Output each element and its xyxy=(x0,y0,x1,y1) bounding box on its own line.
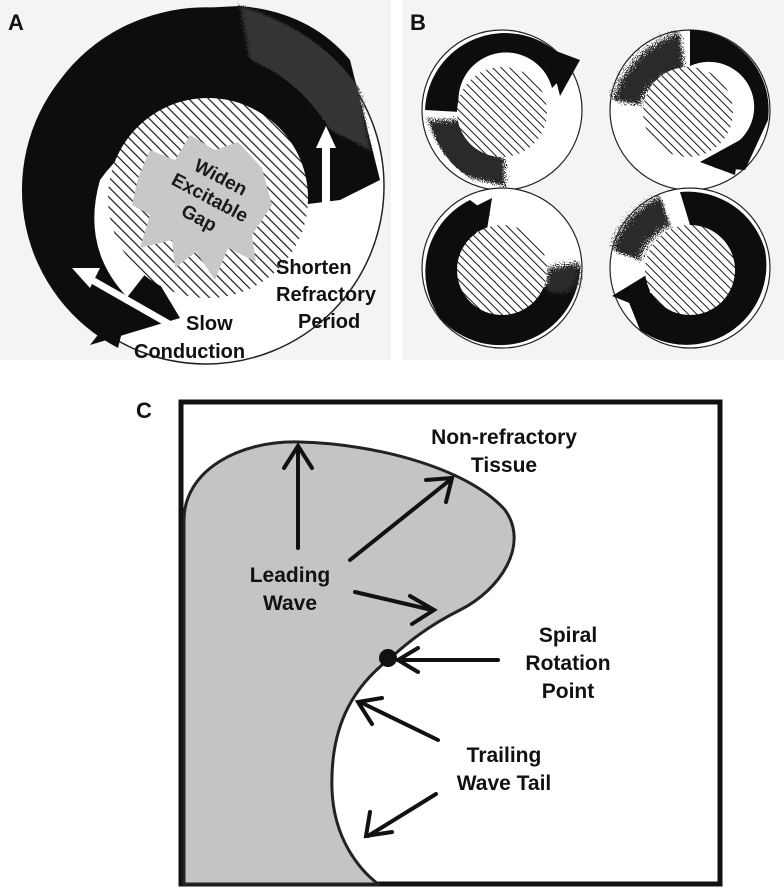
shorten-label: Shorten xyxy=(276,257,352,279)
arrow-trailing-lower-line xyxy=(366,792,438,838)
non-refractory-label: Non-refractory xyxy=(431,426,577,449)
panel-a-letter: A xyxy=(8,10,24,35)
arrow-right-line xyxy=(353,590,434,612)
panel-b-ring-bottom-right xyxy=(609,187,771,349)
panel-b-ring-top-left xyxy=(421,29,583,191)
spiral-label: Spiral xyxy=(539,624,597,647)
trailing-label: Trailing xyxy=(467,744,542,767)
panel-c-arrows xyxy=(282,442,500,839)
wave-tail-label: Wave Tail xyxy=(457,772,552,795)
panel-b-letter: B xyxy=(410,10,426,35)
arrow-up-right-line xyxy=(348,478,452,562)
arrow-trailing-upper-line xyxy=(358,700,440,742)
slow-label: Slow xyxy=(186,313,233,335)
panel-b-ring-top-right xyxy=(609,29,771,191)
panel-a-speckle-edge xyxy=(240,6,370,150)
leading-label: Leading xyxy=(250,564,331,587)
panel-c-letter: C xyxy=(136,398,152,423)
point-label: Point xyxy=(542,680,595,703)
panel-a-up-arrow-shaft xyxy=(322,146,330,250)
conduction-label: Conduction xyxy=(134,341,245,363)
period-label: Period xyxy=(298,311,360,333)
panel-a-up-arrow-head xyxy=(316,126,336,148)
rotation-label: Rotation xyxy=(525,652,610,675)
arrow-up-head xyxy=(282,442,314,470)
panel-a-excitable-gap xyxy=(132,135,272,280)
arrow-trailing-lower-head xyxy=(363,810,394,839)
panel-a-refractory-band xyxy=(21,6,381,348)
panel-a: A Widen Excitable Gap Shorten Refractory… xyxy=(0,0,391,365)
panel-c: C Non-refractory Tissue Leading Wave Spi… xyxy=(136,398,723,887)
arrow-spiral-head xyxy=(394,646,420,674)
arrow-trailing-upper-head xyxy=(354,696,384,726)
panel-b-ring-bottom-left xyxy=(421,187,583,349)
tissue-label: Tissue xyxy=(471,454,537,477)
arrow-right-head xyxy=(408,594,438,626)
panel-a-slow-arrow-head xyxy=(72,268,100,288)
arrow-up-right-head xyxy=(424,475,455,504)
refractory-label: Refractory xyxy=(276,284,377,306)
panel-b: B xyxy=(402,0,784,360)
panel-c-leading-wave-body xyxy=(182,440,516,886)
panel-a-slow-arrow-shaft xyxy=(90,276,178,332)
wave-label: Wave xyxy=(263,592,317,615)
spiral-rotation-point-dot xyxy=(379,649,397,667)
